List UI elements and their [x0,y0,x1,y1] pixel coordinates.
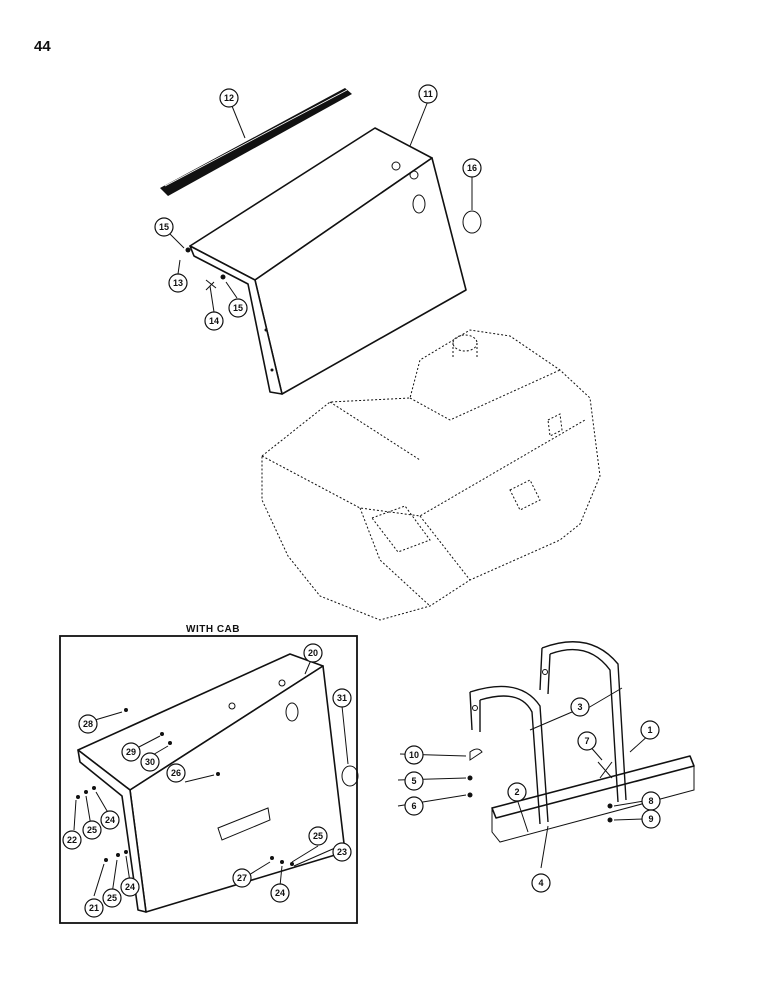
callout-label: 8 [648,796,653,806]
callout-24: 24 [120,877,140,897]
callout-label: 28 [83,719,93,729]
callout-23: 23 [332,842,352,862]
support-straps [467,641,695,843]
callout-label: 25 [313,831,323,841]
callout-label: 24 [105,815,115,825]
callout-31: 31 [332,688,352,708]
callout-label: 21 [89,903,99,913]
callout-24: 24 [100,810,120,830]
callout-label: 25 [87,825,97,835]
side-panel [189,127,467,395]
callout-label: 16 [467,163,477,173]
callout-label: 26 [171,768,181,778]
callout-label: 29 [126,747,136,757]
plug [462,210,482,234]
callout-6: 6 [404,796,424,816]
callout-label: 14 [209,316,219,326]
callout-1: 1 [640,720,660,740]
callout-30: 30 [140,752,160,772]
seal-strip [160,88,352,196]
callout-21: 21 [84,898,104,918]
callout-label: 27 [237,873,247,883]
callout-label: 9 [648,814,653,824]
callout-7: 7 [577,731,597,751]
callout-label: 31 [337,693,347,703]
callout-label: 1 [647,725,652,735]
callout-29: 29 [121,742,141,762]
callout-12: 12 [219,88,239,108]
callout-label: 15 [233,303,243,313]
leader-lines [73,100,651,897]
callout-label: 10 [409,750,419,760]
callout-10: 10 [404,745,424,765]
callout-22: 22 [62,830,82,850]
callout-label: 24 [125,882,135,892]
callout-13: 13 [168,273,188,293]
callout-label: 11 [423,89,433,99]
callout-label: 24 [275,888,285,898]
callout-label: 4 [538,878,543,888]
with-cab-inset [59,635,359,924]
callout-9: 9 [641,809,661,829]
fuel-tank [261,329,601,621]
callout-16: 16 [462,158,482,178]
callout-4: 4 [531,873,551,893]
callout-2: 2 [507,782,527,802]
callout-28: 28 [78,714,98,734]
callout-label: 6 [411,801,416,811]
callout-26: 26 [166,763,186,783]
callout-15: 15 [228,298,248,318]
page-number: 44 [34,38,51,55]
callout-25: 25 [308,826,328,846]
callout-5: 5 [404,771,424,791]
callout-15: 15 [154,217,174,237]
callout-label: 15 [159,222,169,232]
callout-24: 24 [270,883,290,903]
callout-20: 20 [303,643,323,663]
callout-27: 27 [232,868,252,888]
callout-label: 13 [173,278,183,288]
callout-label: 3 [577,702,582,712]
callout-25: 25 [102,888,122,908]
inset-title: WITH CAB [186,624,240,635]
callout-14: 14 [204,311,224,331]
callout-label: 20 [308,648,318,658]
callout-8: 8 [641,791,661,811]
callout-label: 2 [514,787,519,797]
callout-label: 12 [224,93,234,103]
callout-25: 25 [82,820,102,840]
callout-11: 11 [418,84,438,104]
callout-3: 3 [570,697,590,717]
callout-label: 5 [411,776,416,786]
callout-label: 30 [145,757,155,767]
callout-label: 25 [107,893,117,903]
callout-label: 7 [584,736,589,746]
callout-label: 23 [337,847,347,857]
callout-label: 22 [67,835,77,845]
